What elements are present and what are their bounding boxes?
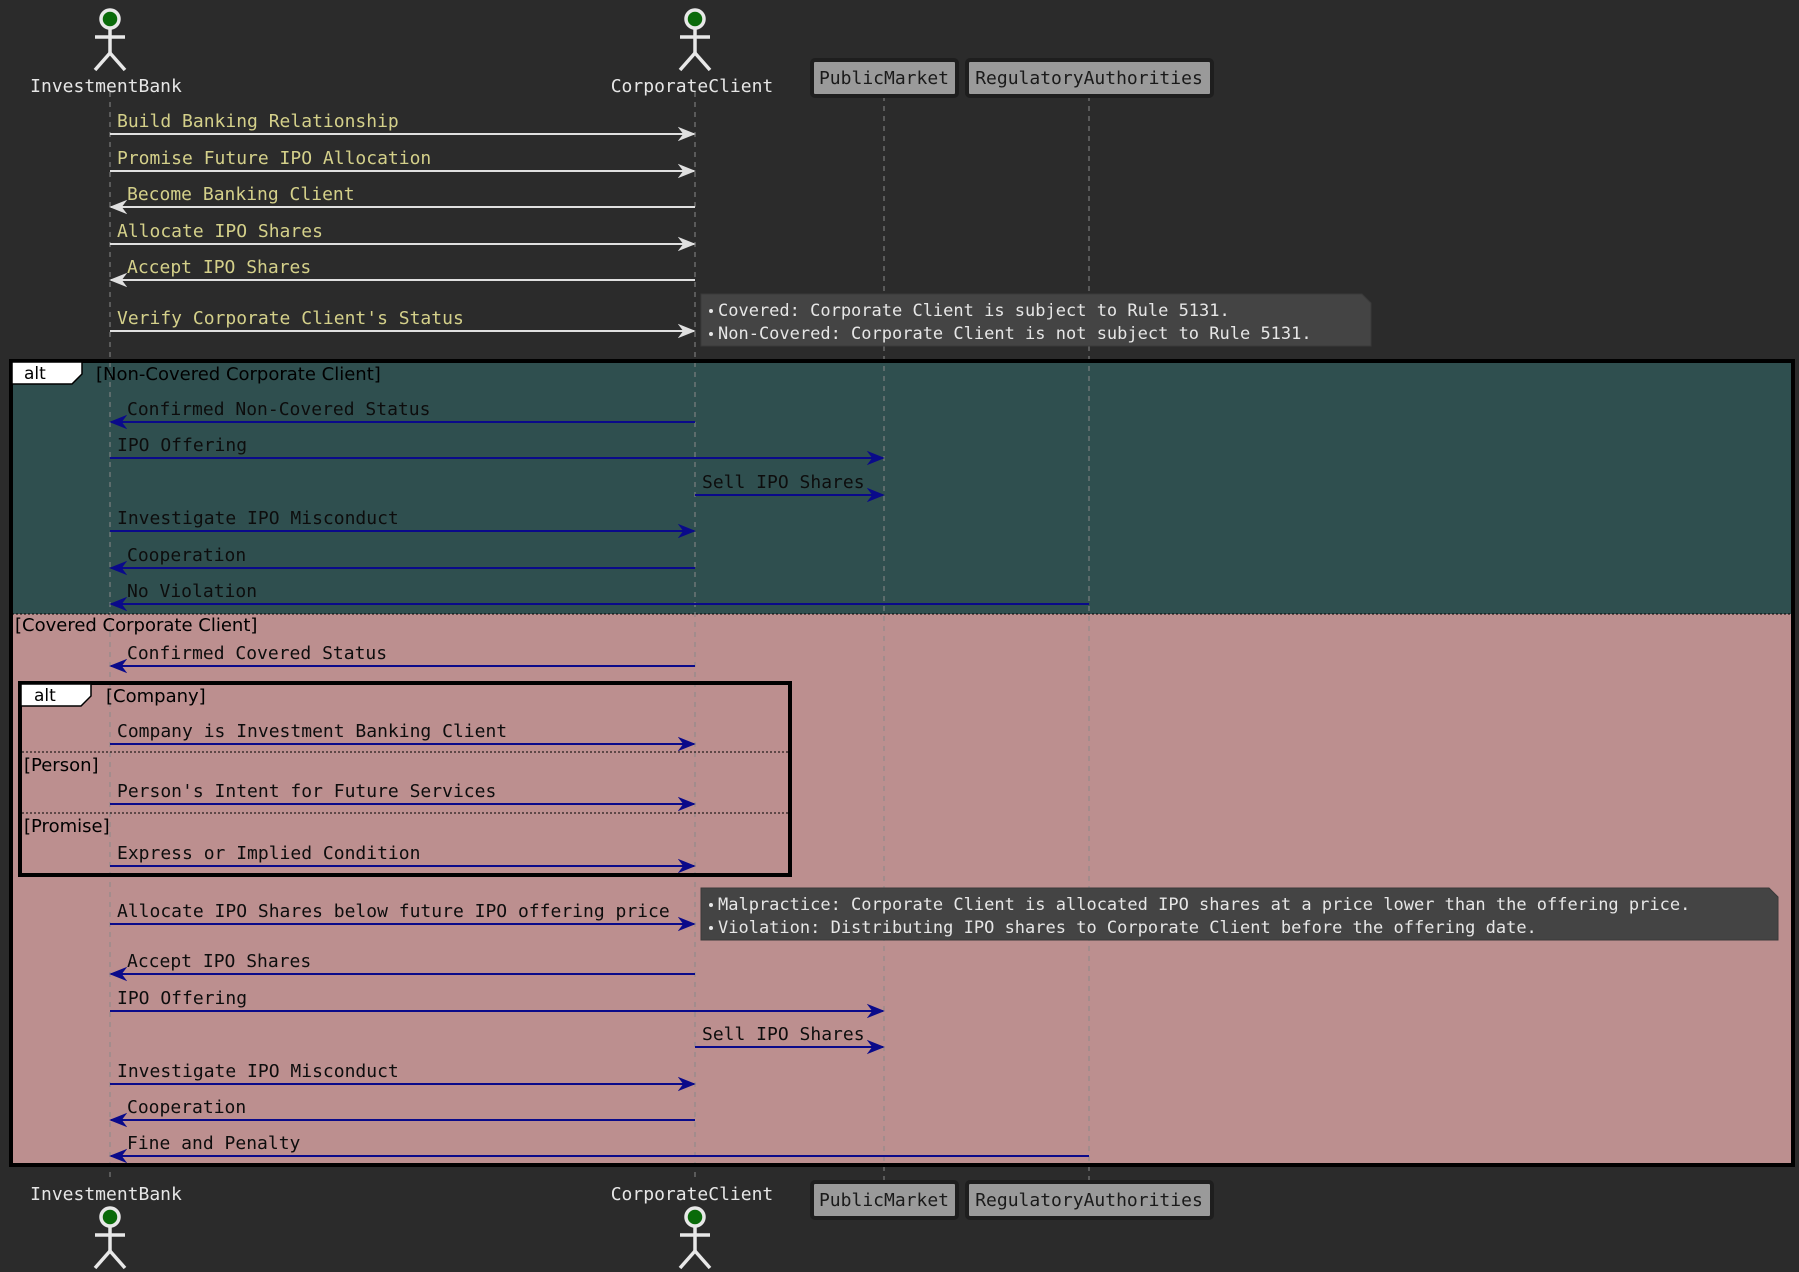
message-label: Company is Investment Banking Client [117, 721, 507, 742]
inner-alt-keyword: alt [34, 686, 56, 706]
participant-label-investment-bank-bottom: InvestmentBank [30, 1184, 182, 1205]
message-label: Fine and Penalty [127, 1133, 301, 1154]
outer-guard-non-covered: [Non-Covered Corporate Client] [96, 364, 381, 385]
actor-investment-bank-bottom [93, 1206, 127, 1270]
outer-alt-keyword: alt [24, 364, 46, 384]
message-label: Confirmed Non-Covered Status [127, 399, 430, 420]
message-label: Build Banking Relationship [117, 111, 399, 132]
message-label: Confirmed Covered Status [127, 643, 387, 664]
message-label: Cooperation [127, 545, 246, 566]
outer-alt-tab [11, 361, 83, 385]
note-violation-line-1: Malpractice: Corporate Client is allocat… [718, 895, 1690, 915]
note-coverage-line-2: Non-Covered: Corporate Client is not sub… [718, 324, 1312, 344]
message-label: Verify Corporate Client's Status [117, 308, 464, 329]
message-label: Person's Intent for Future Services [117, 781, 496, 802]
message-label: Investigate IPO Misconduct [117, 508, 399, 529]
outer-alt-frame [9, 359, 1795, 1167]
message-label: Accept IPO Shares [127, 257, 311, 278]
actor-investment-bank-top [93, 8, 127, 72]
outer-guard-covered: [Covered Corporate Client] [15, 615, 257, 636]
inner-guard-person: [Person] [24, 755, 99, 776]
message-label: Cooperation [127, 1097, 246, 1118]
note-violation-bullet-2 [709, 926, 713, 930]
message-label: Sell IPO Shares [702, 472, 865, 493]
message-label: Allocate IPO Shares below future IPO off… [117, 901, 670, 922]
inner-alt-frame [18, 681, 792, 877]
actor-corporate-client-bottom [678, 1206, 712, 1270]
participant-box-regulatory-authorities-top [965, 58, 1214, 98]
actor-corporate-client-top [678, 8, 712, 72]
message-label: IPO Offering [117, 988, 247, 1009]
message-label: Allocate IPO Shares [117, 221, 323, 242]
message-label: IPO Offering [117, 435, 247, 456]
note-violation: Malpractice: Corporate Client is allocat… [700, 887, 1779, 941]
message-label: No Violation [127, 581, 257, 602]
participant-label-corporate-client-bottom: CorporateClient [611, 1184, 774, 1205]
note-violation-line-2: Violation: Distributing IPO shares to Co… [718, 918, 1537, 938]
inner-guard-promise: [Promise] [24, 816, 110, 837]
note-coverage: Covered: Corporate Client is subject to … [700, 293, 1372, 347]
participant-box-regulatory-authorities-bottom [965, 1180, 1214, 1220]
note-violation-bullet-1 [709, 903, 713, 907]
participant-label-public-market-top: PublicMarket [819, 68, 949, 89]
participant-box-public-market-top [810, 58, 959, 98]
participant-box-public-market-bottom [810, 1180, 959, 1220]
participant-label-public-market-bottom: PublicMarket [819, 1190, 949, 1211]
message-label: Express or Implied Condition [117, 843, 420, 864]
inner-guard-company: [Company] [106, 686, 206, 707]
message-label: Investigate IPO Misconduct [117, 1061, 399, 1082]
non-covered-region [12, 362, 1793, 614]
participant-label-investment-bank-top: InvestmentBank [30, 76, 182, 97]
message-label: Promise Future IPO Allocation [117, 148, 431, 169]
note-coverage-bullet-1 [709, 309, 713, 313]
inner-alt-tab [20, 683, 92, 707]
message-label: Accept IPO Shares [127, 951, 311, 972]
participant-label-corporate-client-top: CorporateClient [611, 76, 774, 97]
note-coverage-line-1: Covered: Corporate Client is subject to … [718, 301, 1230, 321]
participant-label-regulatory-authorities-top: RegulatoryAuthorities [975, 68, 1203, 89]
participant-label-regulatory-authorities-bottom: RegulatoryAuthorities [975, 1190, 1203, 1211]
note-coverage-bullet-2 [709, 332, 713, 336]
message-label: Become Banking Client [127, 184, 355, 205]
message-label: Sell IPO Shares [702, 1024, 865, 1045]
